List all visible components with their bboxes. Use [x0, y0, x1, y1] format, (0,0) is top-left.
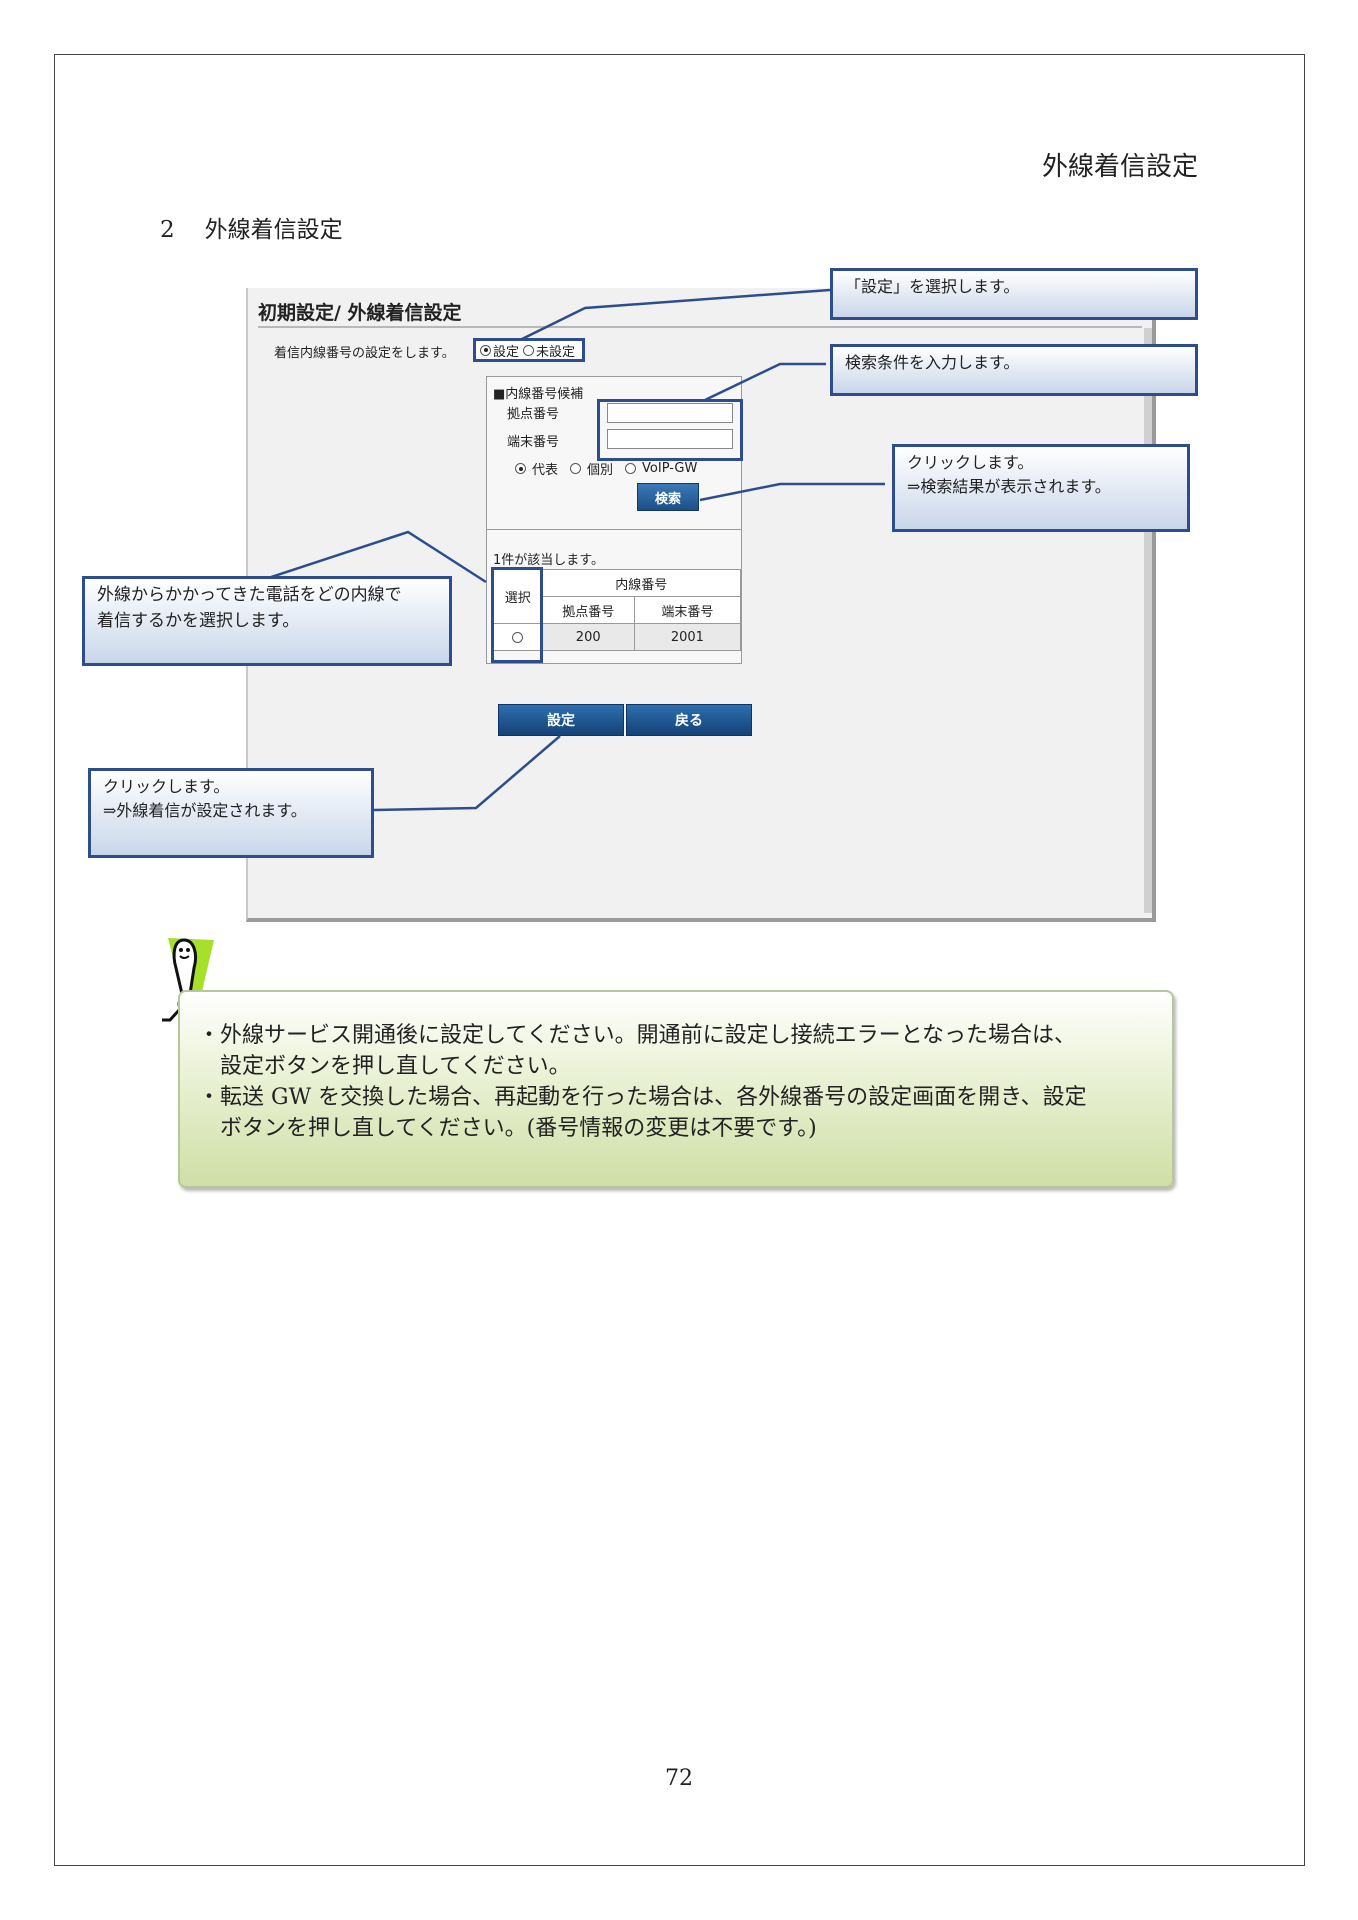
type-radio-group: 代表 個別 VoIP-GW: [515, 459, 697, 478]
radio-set-label: 設定: [493, 344, 520, 360]
note-item-1-line2: 設定ボタンを押し直してください。: [220, 1054, 571, 1080]
note-box: ・外線サービス開通後に設定してください。開通前に設定し接続エラーとなった場合は、…: [178, 990, 1174, 1188]
callout-click-set-line2: ⇒外線着信が設定されます。: [103, 801, 307, 820]
callout-select-extension-line1: 外線からかかってきた電話をどの内線で: [97, 585, 402, 605]
radio-voip[interactable]: [625, 463, 637, 474]
note-item-2-line1: ・転送 GW を交換した場合、再起動を行った場合は、各外線番号の設定画面を開き、…: [198, 1085, 1087, 1110]
terminal-number-header: 端末番号: [633, 596, 742, 624]
section-title: 外線着信設定: [204, 217, 343, 243]
row-select-radio[interactable]: [512, 631, 524, 643]
set-radio-group: 設定 未設定: [473, 338, 585, 362]
ext-number-header: 内線番号: [541, 569, 742, 597]
radio-unset-label: 未設定: [536, 344, 576, 360]
candidates-divider: [487, 529, 741, 530]
screen-scrollbar[interactable]: [1144, 328, 1152, 913]
callout-click-set: クリックします。 ⇒外線着信が設定されます。: [88, 768, 374, 858]
match-count-text: 1件が該当します。: [493, 553, 604, 568]
radio-kobetsu[interactable]: [570, 463, 582, 474]
intro-text: 着信内線番号の設定をします。: [274, 346, 455, 361]
radio-unset[interactable]: [523, 344, 535, 356]
base-number-label: 拠点番号: [507, 407, 560, 422]
row-terminal-number: 2001: [633, 623, 742, 651]
table-row: 200 2001: [493, 623, 742, 651]
radio-daihyo[interactable]: [515, 463, 526, 474]
back-button[interactable]: 戻る: [626, 704, 752, 736]
candidates-panel: ■内線番号候補 拠点番号 端末番号 代表 個別 VoIP-GW 検索 1件が該当…: [486, 376, 743, 664]
callout-enter-search-text: 検索条件を入力します。: [845, 353, 1020, 372]
section-number: 2: [160, 217, 175, 243]
candidates-title: ■内線番号候補: [493, 387, 584, 402]
screen-title: 初期設定/ 外線着信設定: [258, 302, 462, 324]
note-item-1-line1: ・外線サービス開通後に設定してください。開通前に設定し接続エラーとなった場合は、: [198, 1023, 1077, 1048]
callout-click-search: クリックします。 ⇒検索結果が表示されます。: [892, 444, 1190, 532]
callout-click-set-line1: クリックします。: [103, 777, 230, 796]
terminal-number-input[interactable]: [607, 429, 733, 449]
page-frame: [54, 54, 1305, 1866]
row-base-number: 200: [541, 623, 635, 651]
section-heading: 2 外線着信設定: [160, 210, 343, 244]
note-item-1: ・外線サービス開通後に設定してください。開通前に設定し接続エラーとなった場合は、…: [198, 1020, 1158, 1082]
radio-daihyo-label: 代表: [532, 463, 559, 478]
callout-select-extension: 外線からかかってきた電話をどの内線で 着信するかを選択します。: [82, 576, 452, 666]
results-table: 選択 内線番号 拠点番号 端末番号 200 2001: [493, 569, 742, 651]
callout-enter-search: 検索条件を入力します。: [830, 344, 1198, 396]
callout-select-set: 「設定」を選択します。: [830, 268, 1198, 320]
note-item-2: ・転送 GW を交換した場合、再起動を行った場合は、各外線番号の設定画面を開き、…: [198, 1082, 1158, 1144]
search-button[interactable]: 検索: [637, 483, 699, 511]
note-item-2-line2: ボタンを押し直してください。(番号情報の変更は不要です。): [220, 1116, 817, 1142]
page-header-title: 外線着信設定: [1041, 152, 1198, 182]
callout-select-extension-line2: 着信するかを選択します。: [97, 610, 300, 631]
set-button[interactable]: 設定: [498, 704, 624, 736]
row-select-cell: [493, 623, 543, 651]
screen-title-rule: [258, 326, 1142, 328]
radio-kobetsu-label: 個別: [587, 463, 614, 478]
input-highlight: [597, 399, 743, 461]
base-number-header: 拠点番号: [541, 596, 635, 624]
page-number: 72: [665, 1766, 693, 1791]
callout-select-set-text: 「設定」を選択します。: [845, 277, 1020, 296]
callout-click-search-line1: クリックします。: [907, 453, 1034, 472]
callout-click-search-line2: ⇒検索結果が表示されます。: [907, 477, 1111, 496]
base-number-input[interactable]: [607, 403, 733, 423]
terminal-number-label: 端末番号: [507, 435, 560, 450]
radio-voip-label: VoIP-GW: [642, 461, 698, 476]
select-column-highlight: [491, 567, 543, 663]
radio-set[interactable]: [480, 344, 491, 356]
settings-screenshot: 初期設定/ 外線着信設定 着信内線番号の設定をします。 設定 未設定 ■内線番号…: [246, 288, 1156, 922]
